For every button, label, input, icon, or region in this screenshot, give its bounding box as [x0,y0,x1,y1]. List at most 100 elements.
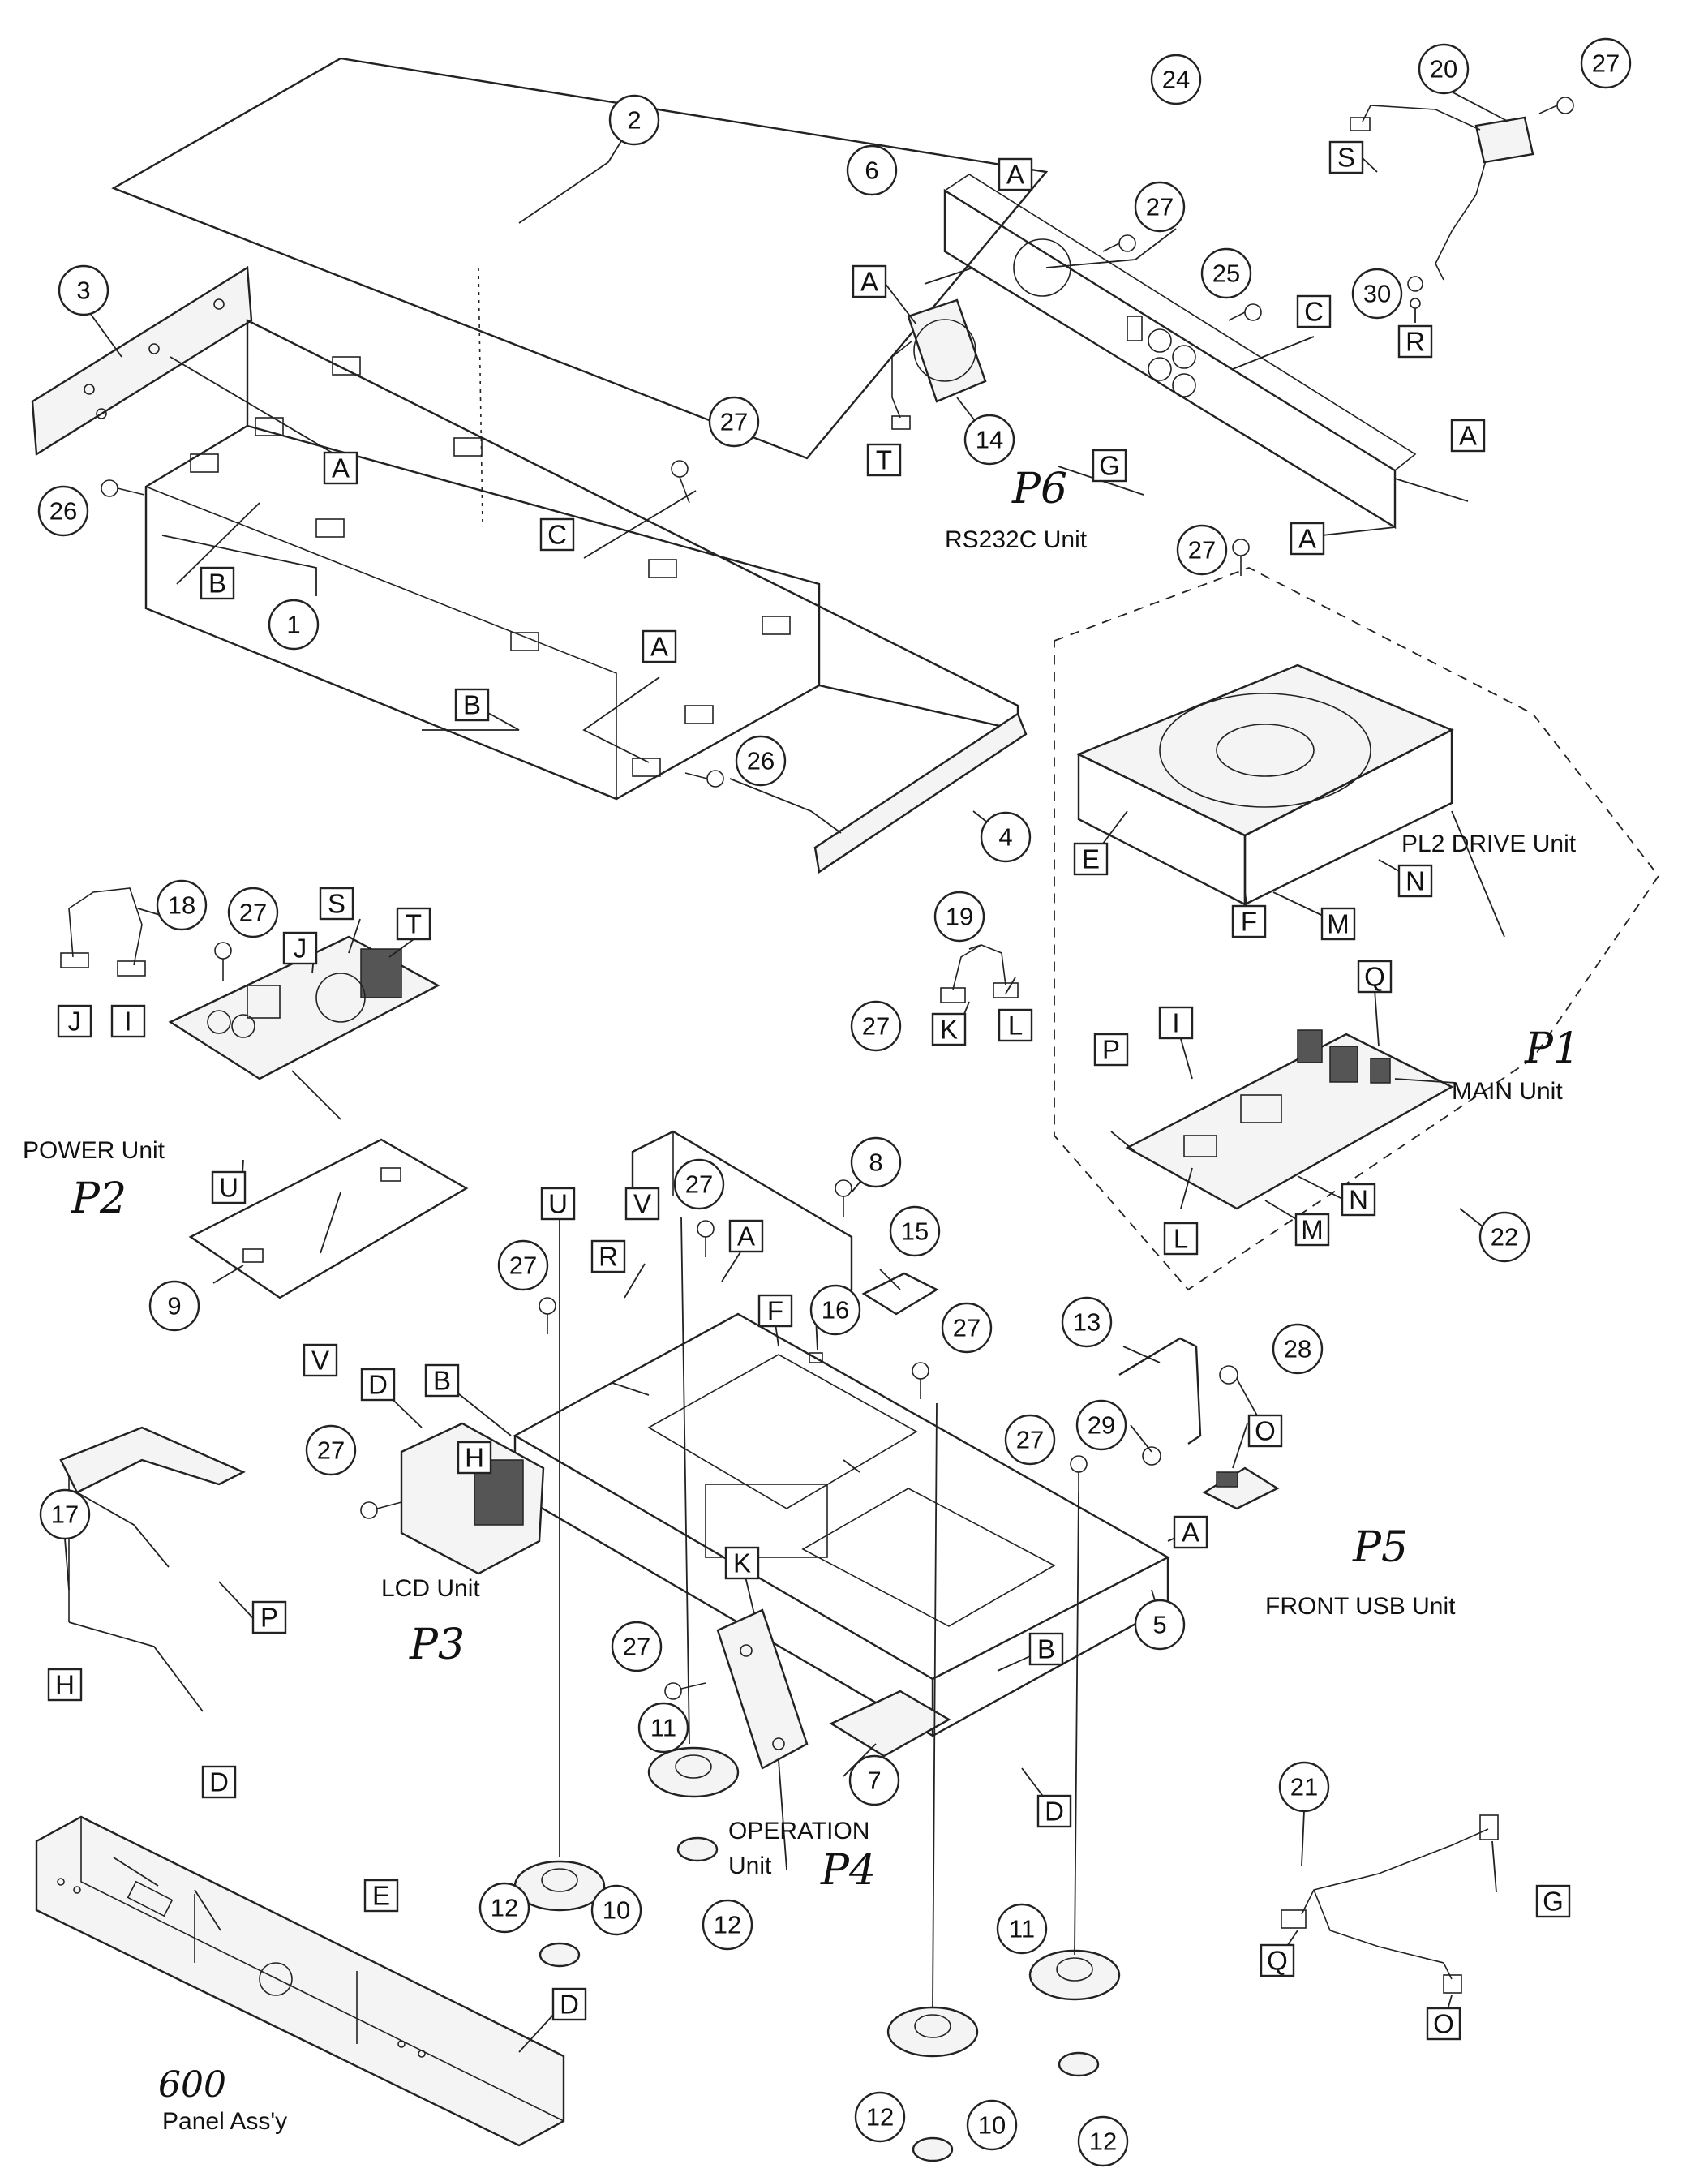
callout-12-left: 12 [478,1882,530,1934]
conn-H-lcd: H [457,1441,492,1475]
callout-22: 22 [1478,1211,1530,1263]
callout-10-left: 10 [590,1884,642,1936]
handwritten-p5: P5 [1352,1523,1408,1572]
svg-text:S: S [328,889,345,919]
svg-text:B: B [1037,1634,1055,1664]
callout-25: 25 [1200,247,1252,299]
svg-text:11: 11 [650,1714,676,1742]
label-rs232c-unit: RS232C Unit [945,526,1088,553]
svg-text:14: 14 [976,426,1003,454]
svg-text:18: 18 [168,891,195,920]
svg-text:A: A [332,453,350,483]
conn-N-drive: N [1397,864,1433,898]
callout-9: 9 [148,1280,200,1332]
svg-text:29: 29 [1088,1411,1115,1440]
callout-18: 18 [156,879,208,931]
conn-B-top-1: B [200,566,235,600]
callout-12-center: 12 [702,1899,753,1951]
svg-text:F: F [1241,907,1257,937]
callout-24: 24 [1150,54,1202,105]
svg-text:I: I [124,1007,131,1037]
conn-E-drive: E [1073,842,1109,876]
conn-P-cable: P [251,1600,287,1634]
svg-text:27: 27 [953,1314,981,1342]
svg-text:U: U [219,1173,238,1203]
svg-text:9: 9 [167,1292,181,1320]
part-front-panel [35,1815,565,2147]
handwritten-p2: P2 [71,1174,127,1223]
conn-L-main: L [1163,1222,1199,1256]
svg-text:T: T [406,909,422,939]
callout-17: 17 [39,1488,91,1540]
svg-text:C: C [547,520,567,550]
svg-text:E: E [372,1881,390,1911]
callout-2: 2 [608,94,660,146]
callout-3: 3 [58,264,109,316]
part-sheet-15 [861,1272,939,1316]
svg-text:16: 16 [822,1296,849,1325]
conn-R-chassis: R [590,1239,626,1273]
callout-26-left: 26 [37,485,89,537]
part-foot-11-right [1028,1949,1121,2077]
conn-S-power: S [319,887,354,921]
conn-B-top-2: B [454,688,490,722]
svg-text:A: A [1006,160,1024,190]
callout-26-right: 26 [735,735,787,787]
conn-J-power: J [282,931,318,965]
svg-text:15: 15 [901,1217,929,1246]
callout-27-power: 27 [227,887,279,938]
svg-text:T: T [876,445,892,475]
part-cable-21 [1281,1814,1499,1994]
svg-text:P: P [1102,1035,1120,1065]
conn-V-power: V [303,1343,338,1377]
conn-T-fan: T [866,443,902,477]
handwritten-600: 600 [158,2064,226,2106]
svg-text:G: G [1099,451,1120,481]
part-cable-18 [60,887,146,977]
conn-A-top-2: A [642,629,677,663]
svg-text:H: H [55,1670,75,1700]
svg-text:L: L [1174,1224,1188,1254]
svg-text:27: 27 [685,1170,713,1199]
conn-C-top: C [539,517,575,552]
svg-text:27: 27 [1592,49,1620,78]
svg-text:F: F [767,1296,783,1326]
conn-A-chassis: A [728,1219,764,1253]
callout-27-inlet: 27 [1580,37,1632,89]
callout-14: 14 [963,414,1015,466]
svg-text:24: 24 [1162,66,1190,94]
conn-N-main: N [1341,1183,1376,1217]
svg-text:O: O [1433,2009,1454,2039]
conn-F-chassis: F [757,1294,793,1328]
conn-U-chassis: U [540,1187,576,1221]
callout-4: 4 [980,811,1032,863]
svg-text:K: K [940,1015,958,1045]
callout-12-right: 12 [1077,2115,1129,2167]
handwritten-p1: P1 [1524,1024,1580,1073]
svg-text:27: 27 [1146,193,1174,221]
svg-text:3: 3 [76,277,90,305]
svg-text:J: J [68,1007,82,1037]
svg-text:Q: Q [1267,1946,1288,1976]
conn-B-chassis-right: B [1028,1632,1064,1666]
svg-text:D: D [1045,1797,1064,1827]
part-foot-10-bottom [886,2006,979,2162]
svg-text:12: 12 [1089,2128,1117,2156]
svg-text:C: C [1304,297,1324,327]
callout-6: 6 [846,144,898,196]
conn-C-rear: C [1296,294,1332,328]
svg-text:P: P [260,1603,278,1633]
svg-text:N: N [1405,866,1425,896]
conn-D-panel-right: D [551,1987,587,2021]
conn-I-main: I [1158,1006,1194,1040]
part-operation-board [716,1608,809,1770]
svg-text:12: 12 [714,1911,741,1939]
callout-11-right: 11 [996,1903,1048,1955]
callout-27-bracket: 27 [850,1000,902,1052]
part-main-board [1125,1029,1454,1210]
handwritten-p4: P4 [820,1846,876,1895]
conn-A-rear-top: A [998,157,1033,191]
part-sheet-16 [809,1352,823,1363]
part-strip [813,712,1028,874]
